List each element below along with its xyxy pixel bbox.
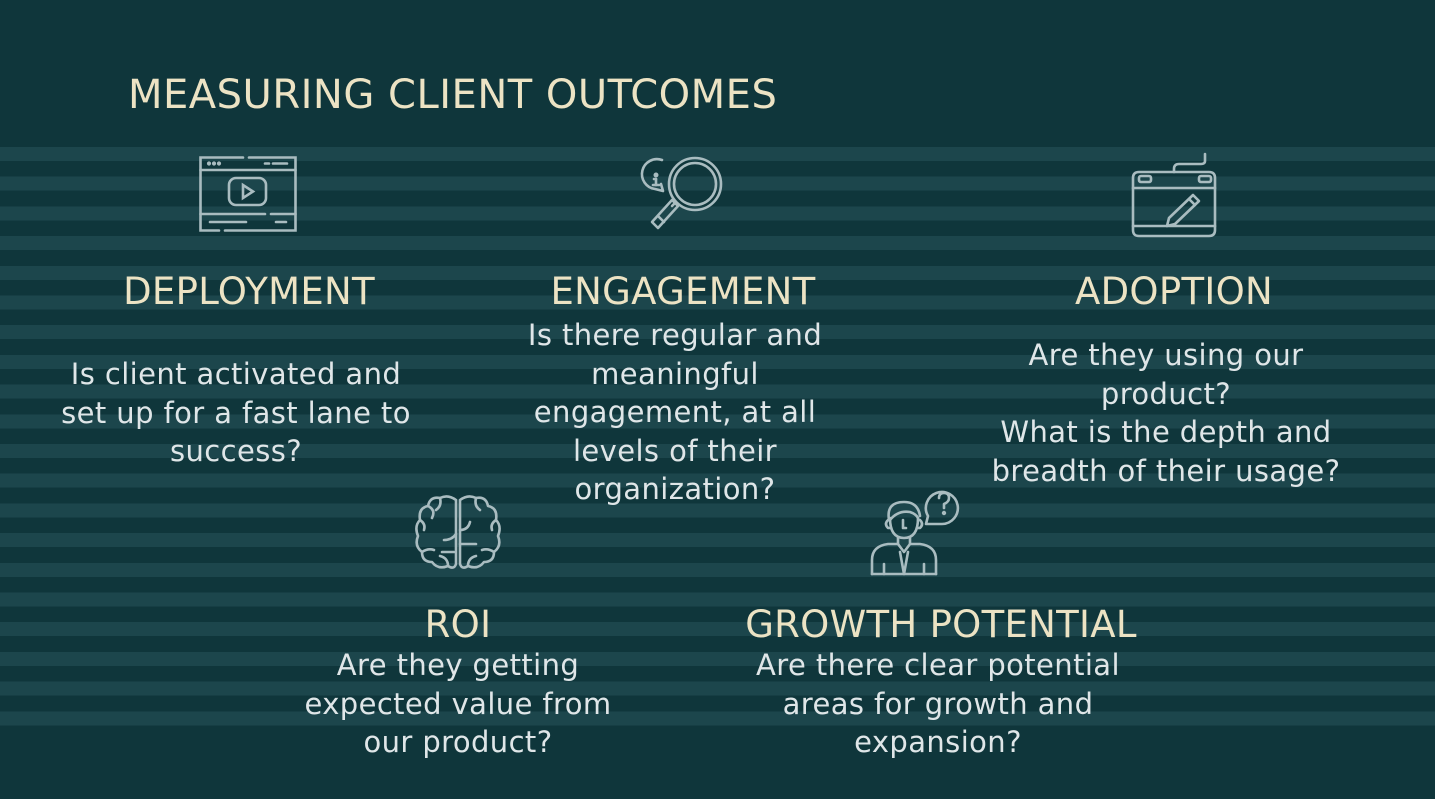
- video-player-window-icon: [199, 156, 297, 232]
- description-line: organization?: [574, 472, 776, 506]
- description-line: Is there regular and: [527, 318, 823, 352]
- engagement-description: Is there regular and meaningful engageme…: [528, 316, 822, 509]
- deployment-description: Is client activated and set up for a fas…: [61, 355, 411, 471]
- description-line: our product?: [363, 725, 553, 759]
- slide-title: MEASURING CLIENT OUTCOMES: [128, 72, 778, 118]
- growth-potential-description: Are there clear potential areas for grow…: [756, 646, 1120, 762]
- adoption-heading: ADOPTION: [1075, 270, 1273, 313]
- striped-background: [0, 147, 1435, 741]
- description-line: breadth of their usage?: [991, 453, 1341, 488]
- roi-heading: ROI: [424, 603, 492, 646]
- person-question-icon: [870, 488, 962, 576]
- description-line: engagement, at all: [533, 395, 817, 429]
- description-line: levels of their: [572, 433, 778, 468]
- description-line: Is client activated and: [70, 357, 402, 391]
- description-line: Are they using our: [1028, 338, 1304, 372]
- description-line: areas for growth and: [782, 686, 1094, 721]
- brain-icon: [414, 494, 502, 570]
- description-line: Are there clear potential: [756, 648, 1120, 682]
- description-line: Are they getting: [336, 648, 580, 682]
- description-line: expected value from: [304, 686, 612, 721]
- description-line: expansion?: [854, 725, 1022, 759]
- roi-description: Are they getting expected value from our…: [304, 646, 611, 762]
- adoption-description: Are they using our product? What is the …: [992, 336, 1341, 490]
- description-line: What is the depth and: [1000, 415, 1332, 449]
- engagement-heading: ENGAGEMENT: [550, 270, 816, 313]
- drawing-tablet-pen-icon: [1131, 152, 1219, 238]
- description-line: success?: [169, 434, 303, 468]
- description-line: set up for a fast lane to: [61, 395, 411, 430]
- deployment-heading: DEPLOYMENT: [123, 270, 375, 313]
- magnifier-info-icon: [638, 156, 728, 234]
- description-line: product?: [1100, 376, 1232, 411]
- growth-potential-heading: GROWTH POTENTIAL: [745, 603, 1137, 646]
- description-line: meaningful: [591, 356, 759, 391]
